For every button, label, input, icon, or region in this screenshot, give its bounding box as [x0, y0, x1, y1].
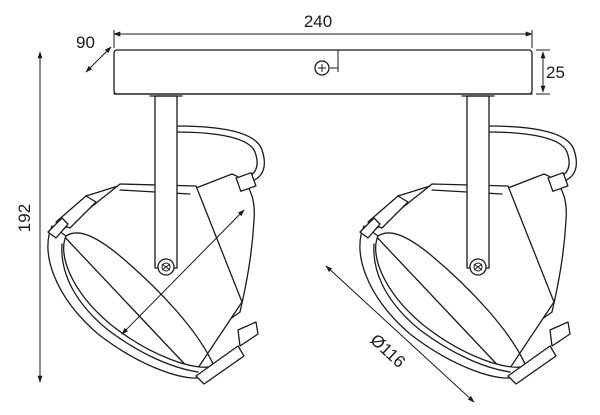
- dimension-length: 240: [113, 12, 533, 48]
- ceiling-plate: [113, 49, 533, 95]
- spotlight-right: [359, 95, 578, 385]
- head-diagonal-marker: [121, 209, 245, 335]
- depth-label: 90: [76, 33, 95, 52]
- dimension-depth: 90: [76, 33, 112, 73]
- height-label: 25: [546, 63, 565, 82]
- spotlight-left: [47, 95, 266, 385]
- length-label: 240: [304, 12, 332, 31]
- dimension-total-height: 192: [15, 51, 43, 383]
- dimension-height: 25: [536, 49, 565, 95]
- total-height-label: 192: [15, 204, 34, 232]
